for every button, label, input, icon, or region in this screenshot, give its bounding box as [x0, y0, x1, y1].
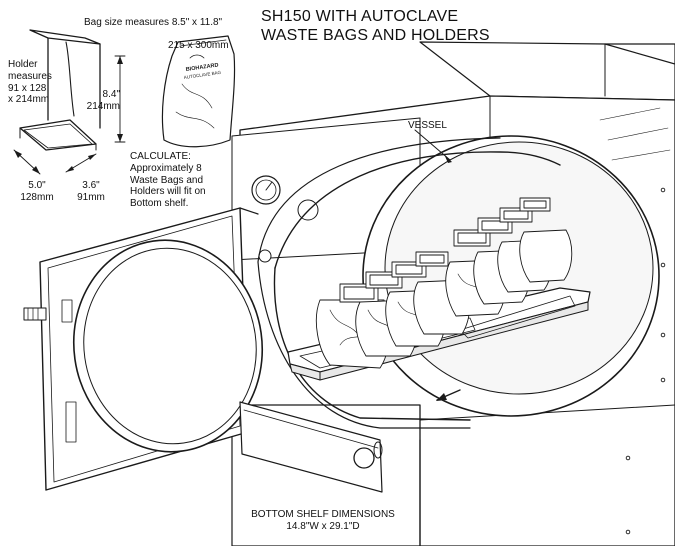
calculate-note: CALCULATE: Approximately 8 Waste Bags an… — [130, 151, 206, 210]
diagram-title: SH150 WITH AUTOCLAVE WASTE BAGS AND HOLD… — [261, 8, 490, 45]
sample-bag — [161, 35, 236, 148]
holder-measures-label: Holder measures 91 x 128 x 214mm — [8, 59, 52, 106]
vessel-label: VESSEL — [408, 120, 447, 131]
bag-print-autoclave: AUTOCLAVE BAG — [183, 70, 221, 80]
holder-depth-dimension: 3.6" 91mm — [77, 180, 105, 203]
door — [23, 207, 264, 491]
bag-size-line-1: Bag size measures 8.5" x 11.8" — [84, 16, 223, 28]
holder-width-dimension: 5.0" 128mm — [20, 180, 54, 203]
door-latch — [239, 401, 383, 493]
bag-print-biohazard: BIOHAZARD — [185, 62, 219, 73]
holder-wire-frame — [13, 29, 126, 175]
bag-size-line-2: 215 x 300mm — [168, 40, 229, 52]
waste-bags — [315, 197, 573, 369]
bottom-shelf-dimensions: BOTTOM SHELF DIMENSIONS 14.8"W x 29.1"D — [251, 509, 395, 532]
holder-height-dimension: 8.4" 214mm — [86, 89, 120, 112]
bag-size-label: Bag size measures 8.5" x 11.8" 215 x 300… — [84, 5, 264, 64]
